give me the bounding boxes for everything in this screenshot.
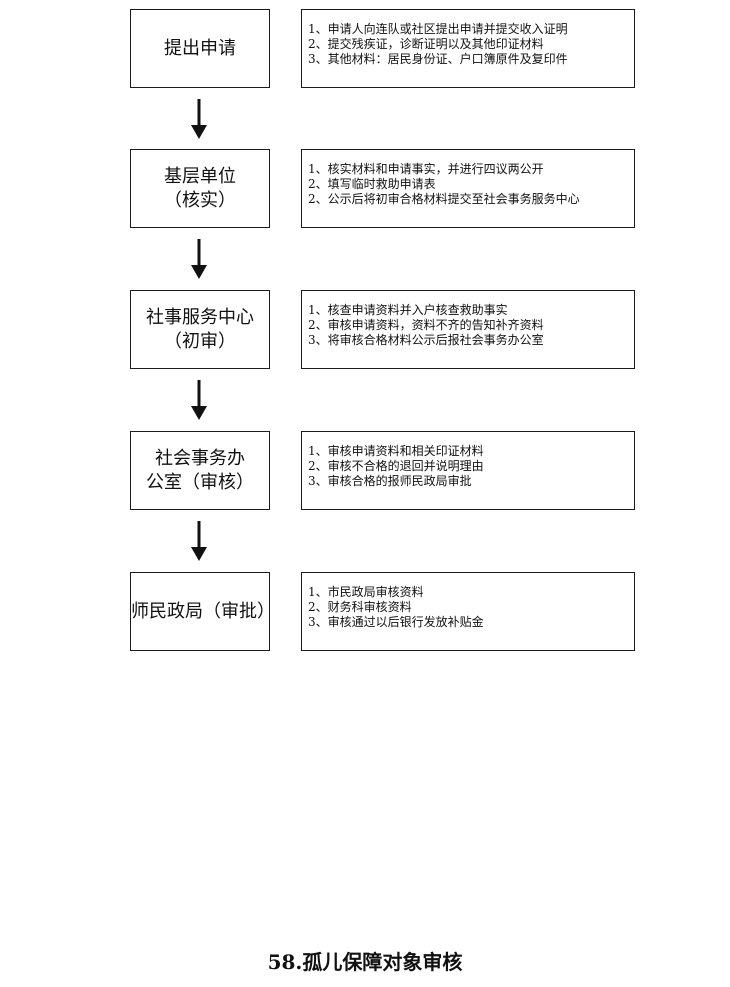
detail-line: 2、审核不合格的退回并说明理由	[308, 459, 484, 473]
step-details-submit-application: 1、申请人向连队或社区提出申请并提交收入证明 2、提交残疾证，诊断证明以及其他印…	[301, 9, 635, 88]
down-arrow-icon	[191, 99, 207, 139]
down-arrow-icon	[191, 239, 207, 279]
detail-line: 3、审核合格的报师民政局审批	[308, 474, 472, 488]
step-details-civil-affairs-approval: 1、市民政局审核资料 2、财务科审核资料 3、审核通过以后银行发放补贴金	[301, 572, 635, 651]
detail-line: 1、核查申请资料并入户核查救助事实	[308, 303, 508, 317]
step-details-social-affairs-office: 1、审核申请资料和相关印证材料 2、审核不合格的退回并说明理由 3、审核合格的报…	[301, 431, 635, 510]
step-box-sublabel: （初审）	[164, 330, 236, 352]
detail-line: 3、审核通过以后银行发放补贴金	[308, 615, 484, 629]
step-details-service-center-review: 1、核查申请资料并入户核查救助事实 2、审核申请资料，资料不齐的告知补齐资料 3…	[301, 290, 635, 369]
down-arrow-icon	[191, 380, 207, 420]
step-box-label: 基层单位	[164, 165, 236, 187]
detail-line: 2、审核申请资料，资料不齐的告知补齐资料	[308, 318, 544, 332]
detail-line: 1、市民政局审核资料	[308, 585, 424, 599]
step-box-label: 师民政局（审批）	[131, 600, 275, 622]
step-box-service-center-review: 社事服务中心 （初审）	[130, 290, 270, 369]
page-title: 58.孤儿保障对象审核	[267, 950, 463, 974]
detail-line: 2、财务科审核资料	[308, 600, 412, 614]
step-details-grassroots-verify: 1、核实材料和申请事实，并进行四议两公开 2、填写临时救助申请表 2、公示后将初…	[301, 149, 635, 228]
step-box-submit-application: 提出申请	[130, 9, 270, 88]
detail-line: 3、其他材料：居民身份证、户口簿原件及复印件	[308, 52, 568, 66]
step-box-social-affairs-office: 社会事务办 公室（审核）	[130, 431, 270, 510]
step-box-sublabel: 公室（审核）	[146, 471, 254, 493]
step-box-label: 社事服务中心	[146, 306, 254, 328]
detail-line: 1、审核申请资料和相关印证材料	[308, 444, 484, 458]
detail-line: 1、核实材料和申请事实，并进行四议两公开	[308, 162, 544, 176]
detail-line: 1、申请人向连队或社区提出申请并提交收入证明	[308, 22, 568, 36]
step-box-grassroots-verify: 基层单位 （核实）	[130, 149, 270, 228]
step-box-sublabel: （核实）	[164, 189, 236, 211]
detail-line: 2、填写临时救助申请表	[308, 177, 436, 191]
detail-line: 2、提交残疾证，诊断证明以及其他印证材料	[308, 37, 544, 51]
detail-line: 2、公示后将初审合格材料提交至社会事务服务中心	[308, 192, 580, 206]
step-box-label: 提出申请	[164, 37, 236, 59]
step-box-label: 社会事务办	[155, 447, 245, 469]
step-box-civil-affairs-approval: 师民政局（审批）	[130, 572, 275, 651]
detail-line: 3、将审核合格材料公示后报社会事务办公室	[308, 333, 544, 347]
down-arrow-icon	[191, 521, 207, 561]
